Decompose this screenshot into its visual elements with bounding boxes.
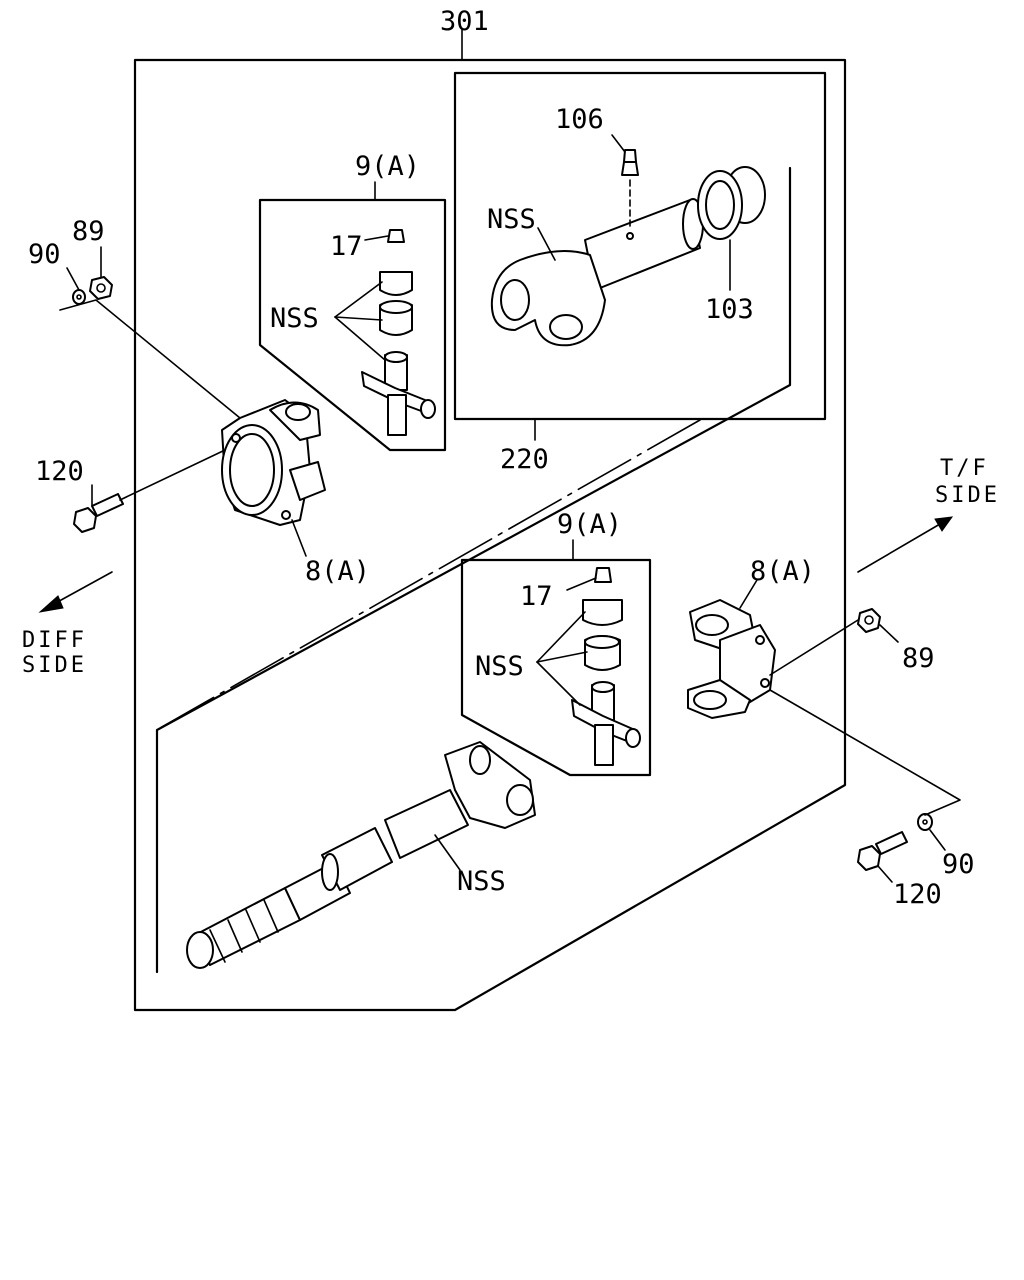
- label-diff-line2: SIDE: [22, 653, 87, 678]
- label-89-right: 89: [902, 643, 935, 674]
- label-220: 220: [500, 444, 549, 475]
- label-9a-upper: 9(A): [355, 151, 420, 182]
- yoke-right: [687, 599, 776, 719]
- shaft-outline-lower: [155, 166, 792, 974]
- label-89-upper: 89: [72, 216, 105, 247]
- label-nss-upper-kit: NSS: [270, 303, 319, 334]
- label-tf-line1: T/F: [940, 456, 989, 481]
- center-axis-line: [159, 419, 701, 729]
- label-nss-upper-shaft: NSS: [487, 204, 536, 235]
- label-106: 106: [555, 104, 604, 135]
- label-90-right: 90: [942, 849, 975, 880]
- label-90-upper: 90: [28, 239, 61, 270]
- leader-lines: [59, 134, 961, 883]
- label-8a-upper: 8(A): [305, 556, 370, 587]
- label-301: 301: [440, 6, 489, 37]
- lower-shaft: [186, 741, 536, 969]
- label-nss-lower-kit: NSS: [475, 651, 524, 682]
- hardware-upper-left: [72, 276, 124, 533]
- tf-side-arrow: [857, 516, 954, 573]
- label-tf-line2: SIDE: [935, 483, 1000, 508]
- shaft-assembly-220-box: [453, 71, 827, 441]
- label-120-upper: 120: [35, 456, 84, 487]
- callout-labels: 301 106 NSS 103 220 9(A) 17 NSS 89 90 12…: [22, 6, 1000, 910]
- assembly-301-outline: [133, 29, 847, 1012]
- joint-kit-box-lower: [460, 539, 652, 777]
- seal-103: [697, 166, 766, 240]
- hardware-right: [857, 608, 933, 871]
- upper-joint-kit-parts: [361, 229, 436, 436]
- lower-joint-kit-parts: [571, 567, 641, 766]
- flange-yoke-upper: [221, 399, 326, 526]
- label-9a-lower: 9(A): [557, 509, 622, 540]
- label-120-right: 120: [893, 879, 942, 910]
- label-nss-lower-shaft: NSS: [457, 866, 506, 897]
- slip-yoke-shaft: [490, 179, 704, 347]
- grease-fitting-106: [621, 149, 639, 176]
- joint-kit-box-upper: [258, 181, 447, 452]
- label-8a-right: 8(A): [750, 556, 815, 587]
- label-103: 103: [705, 294, 754, 325]
- label-17-upper: 17: [330, 231, 363, 262]
- label-17-lower: 17: [520, 581, 553, 612]
- diff-side-arrow: [38, 571, 113, 613]
- label-diff-line1: DIFF: [22, 628, 87, 653]
